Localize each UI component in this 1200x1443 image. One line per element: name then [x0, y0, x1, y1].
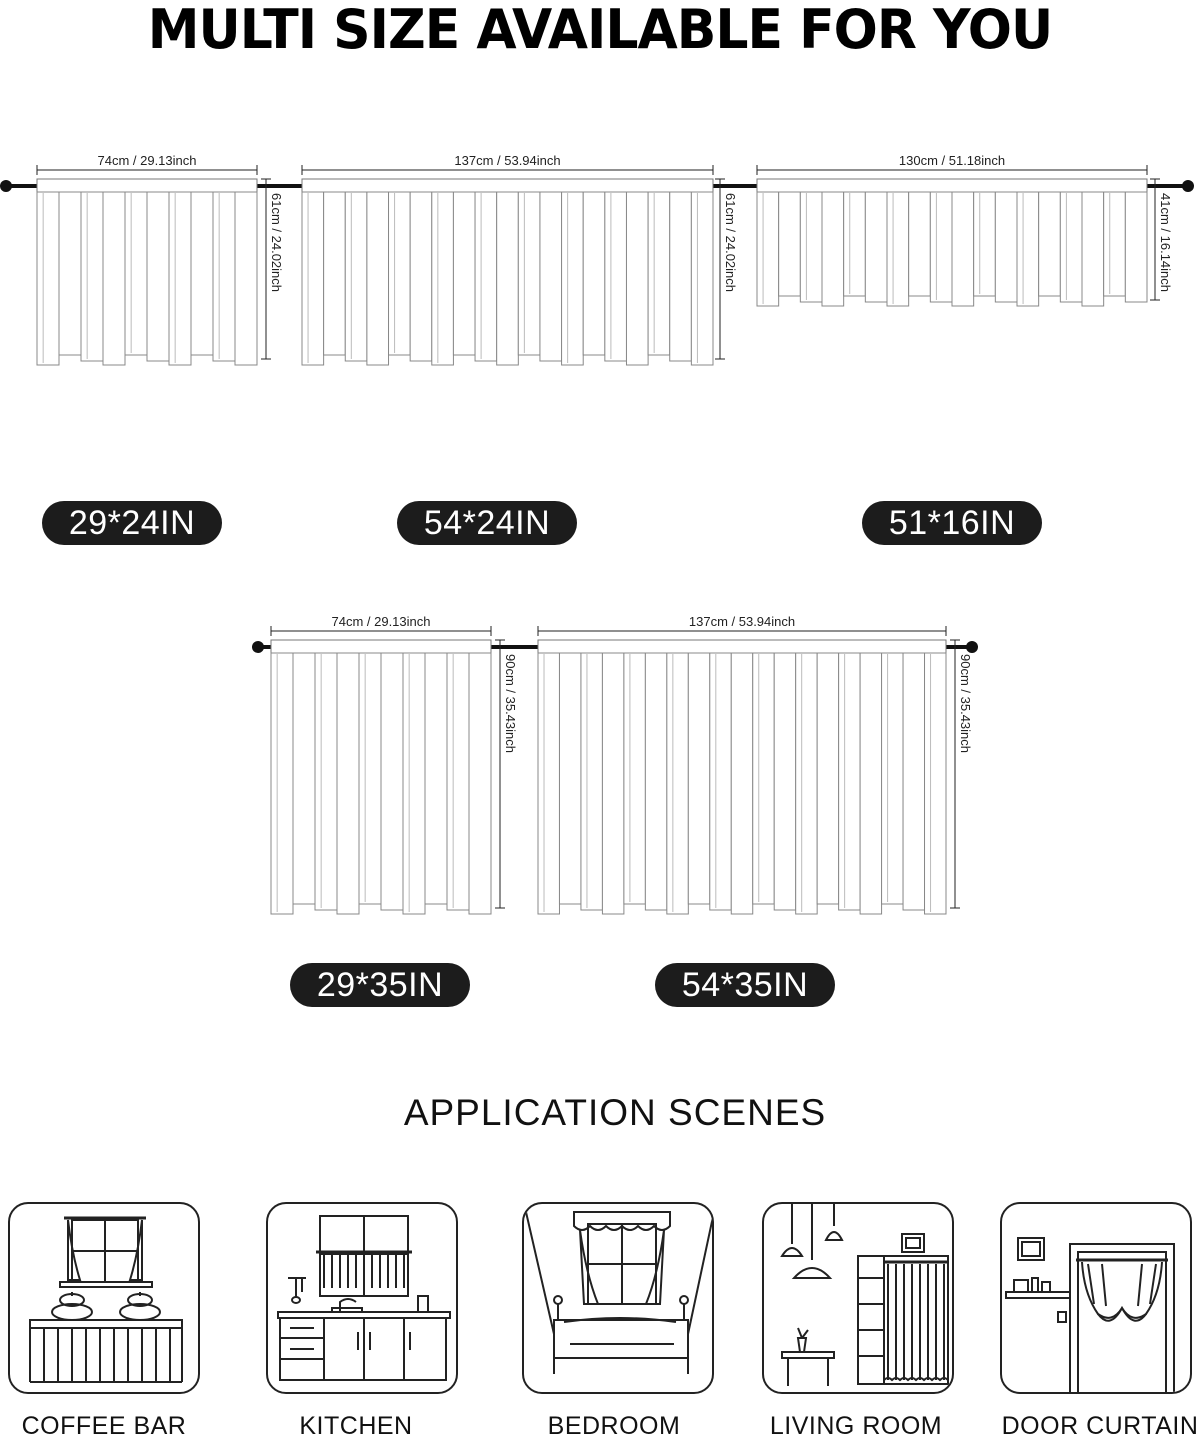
height-label: 90cm / 35.43inch: [503, 654, 518, 753]
height-label: 41cm / 16.14inch: [1158, 193, 1173, 292]
height-label: 90cm / 35.43inch: [958, 654, 973, 753]
width-label: 137cm / 53.94inch: [689, 614, 795, 629]
width-label: 74cm / 29.13inch: [331, 614, 430, 629]
size-badge-54x24: 54*24IN: [397, 501, 577, 545]
size-badge-51x16: 51*16IN: [862, 501, 1042, 545]
curtain-panel: [36, 178, 258, 366]
bedroom-icon: [522, 1202, 714, 1394]
rod-finial: [966, 641, 978, 653]
door-curtain-icon: [1000, 1202, 1192, 1394]
living-room-icon: [762, 1202, 954, 1394]
kitchen-icon: [266, 1202, 458, 1394]
curtain-panel: [301, 178, 714, 366]
scene-label-living-room: LIVING ROOM: [769, 1412, 943, 1440]
coffee-bar-icon: [8, 1202, 200, 1394]
page-headline: MULTI SIZE AVAILABLE FOR YOU: [147, 0, 1053, 62]
rod-finial: [252, 641, 264, 653]
width-label: 74cm / 29.13inch: [97, 153, 196, 168]
curtain-panel: [756, 178, 1148, 307]
size-badge-29x24: 29*24IN: [42, 501, 222, 545]
size-badge-29x35: 29*35IN: [290, 963, 470, 1007]
scene-label-bedroom: BEDROOM: [547, 1412, 681, 1440]
scene-label-door-curtain: DOOR CURTAIN: [1001, 1412, 1199, 1440]
curtain-panel: [537, 639, 947, 915]
width-label: 137cm / 53.94inch: [454, 153, 560, 168]
scene-label-kitchen: KITCHEN: [299, 1412, 413, 1440]
width-label: 130cm / 51.18inch: [899, 153, 1005, 168]
rod-finial: [0, 180, 12, 192]
curtain-size-diagram: 74cm / 29.13inch 61cm / 24.02inch 137cm / …: [0, 153, 1194, 915]
application-scenes-title: APPLICATION SCENES: [403, 1092, 827, 1133]
size-badge-54x35: 54*35IN: [655, 963, 835, 1007]
curtain-panel: [270, 639, 492, 915]
scene-label-coffee-bar: COFFEE BAR: [21, 1412, 187, 1440]
height-label: 61cm / 24.02inch: [269, 193, 284, 292]
rod-finial: [1182, 180, 1194, 192]
height-label: 61cm / 24.02inch: [723, 193, 738, 292]
